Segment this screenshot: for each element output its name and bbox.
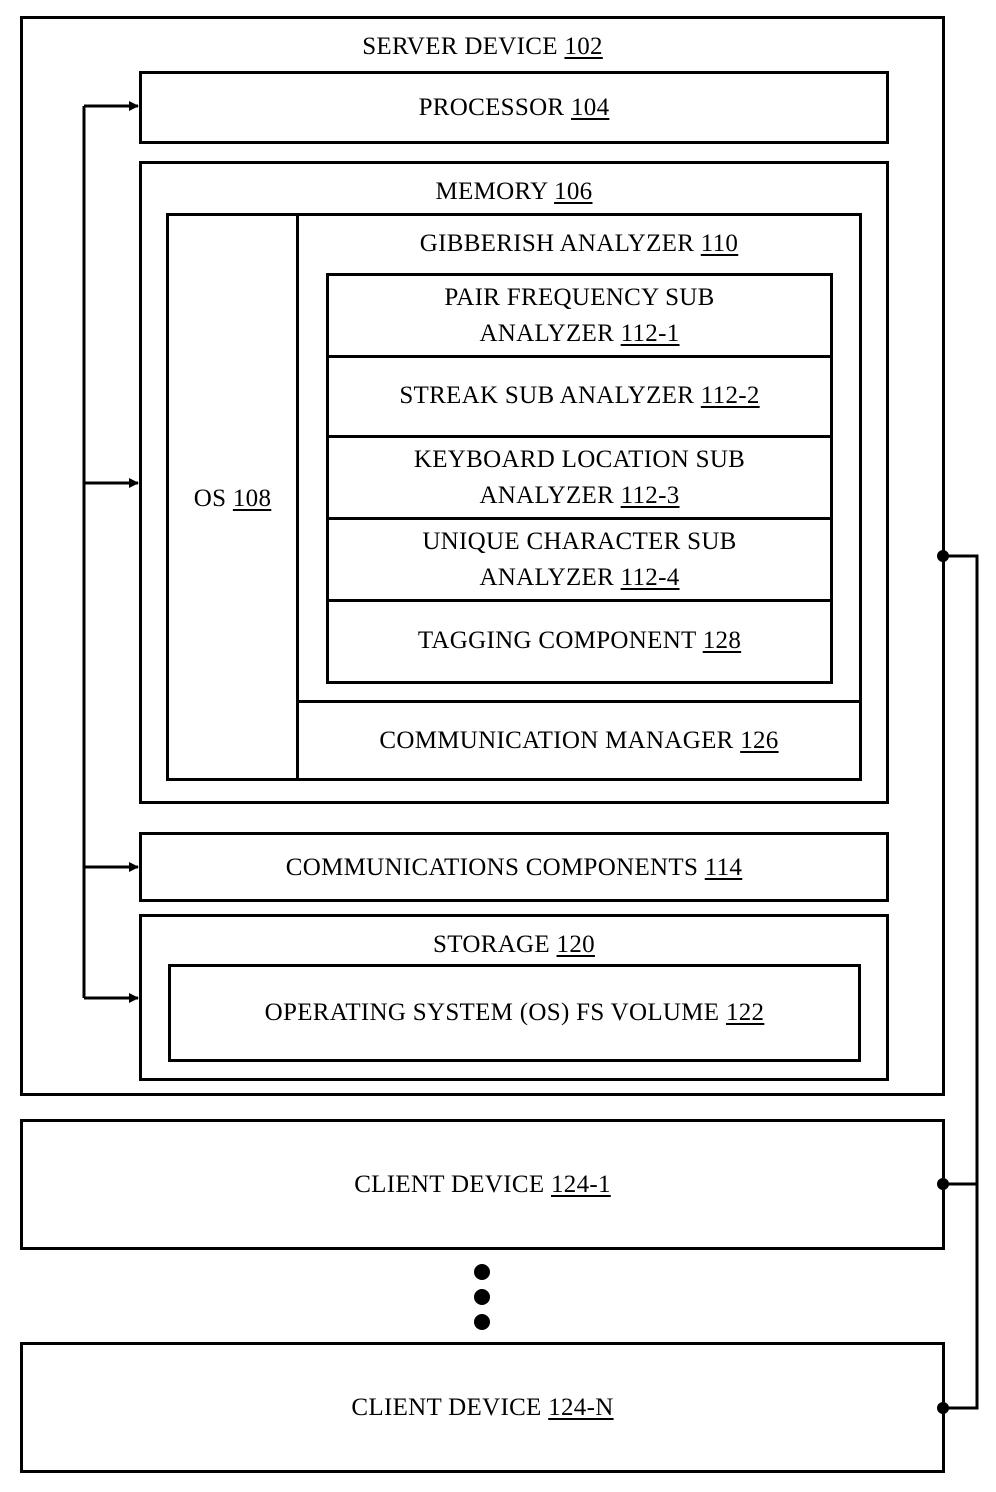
client-device-1-label: CLIENT DEVICE 124-1: [354, 1171, 611, 1198]
os-fs-volume-label: OPERATING SYSTEM (OS) FS VOLUME 122: [264, 999, 765, 1026]
os-label: OS 108: [193, 485, 272, 512]
streak-label: STREAK SUB ANALYZER 112-2: [399, 382, 760, 409]
pair-frequency-label: PAIR FREQUENCY SUB ANALYZER 112-1: [444, 284, 715, 347]
os-box: OS 108: [166, 213, 299, 781]
tagging-label: TAGGING COMPONENT 128: [417, 627, 742, 654]
unique-character-sub-analyzer: UNIQUE CHARACTER SUB ANALYZER 112-4: [326, 517, 833, 602]
processor-box: PROCESSOR 104: [139, 71, 889, 144]
keyboard-location-label: KEYBOARD LOCATION SUB ANALYZER 112-3: [413, 446, 746, 509]
client-device-1-box: CLIENT DEVICE 124-1: [20, 1119, 945, 1250]
server-connection-dot: [937, 550, 949, 562]
client-device-n-box: CLIENT DEVICE 124-N: [20, 1342, 945, 1473]
processor-label: PROCESSOR 104: [418, 94, 610, 121]
tagging-component: TAGGING COMPONENT 128: [326, 599, 833, 684]
unique-character-label: UNIQUE CHARACTER SUB ANALYZER 112-4: [422, 528, 737, 591]
ellipsis-dot: [474, 1314, 490, 1330]
communication-manager-label: COMMUNICATION MANAGER 126: [379, 727, 779, 754]
ellipsis-dot: [474, 1264, 490, 1280]
client-1-connection-dot: [937, 1178, 949, 1190]
network-line: [943, 554, 979, 1410]
storage-label: STORAGE 120: [433, 931, 595, 958]
communication-manager-box: COMMUNICATION MANAGER 126: [296, 700, 862, 781]
client-n-connection-dot: [937, 1402, 949, 1414]
pair-frequency-sub-analyzer: PAIR FREQUENCY SUB ANALYZER 112-1: [326, 273, 833, 358]
client-device-n-label: CLIENT DEVICE 124-N: [351, 1394, 614, 1421]
memory-label: MEMORY 106: [435, 178, 593, 205]
ellipsis-dot: [474, 1289, 490, 1305]
streak-sub-analyzer: STREAK SUB ANALYZER 112-2: [326, 355, 833, 438]
os-fs-volume-box: OPERATING SYSTEM (OS) FS VOLUME 122: [168, 964, 861, 1062]
communications-components-label: COMMUNICATIONS COMPONENTS 114: [285, 854, 743, 881]
server-device-label: SERVER DEVICE 102: [362, 33, 603, 60]
gibberish-analyzer-label: GIBBERISH ANALYZER 110: [419, 230, 739, 257]
communications-components-box: COMMUNICATIONS COMPONENTS 114: [139, 832, 889, 902]
